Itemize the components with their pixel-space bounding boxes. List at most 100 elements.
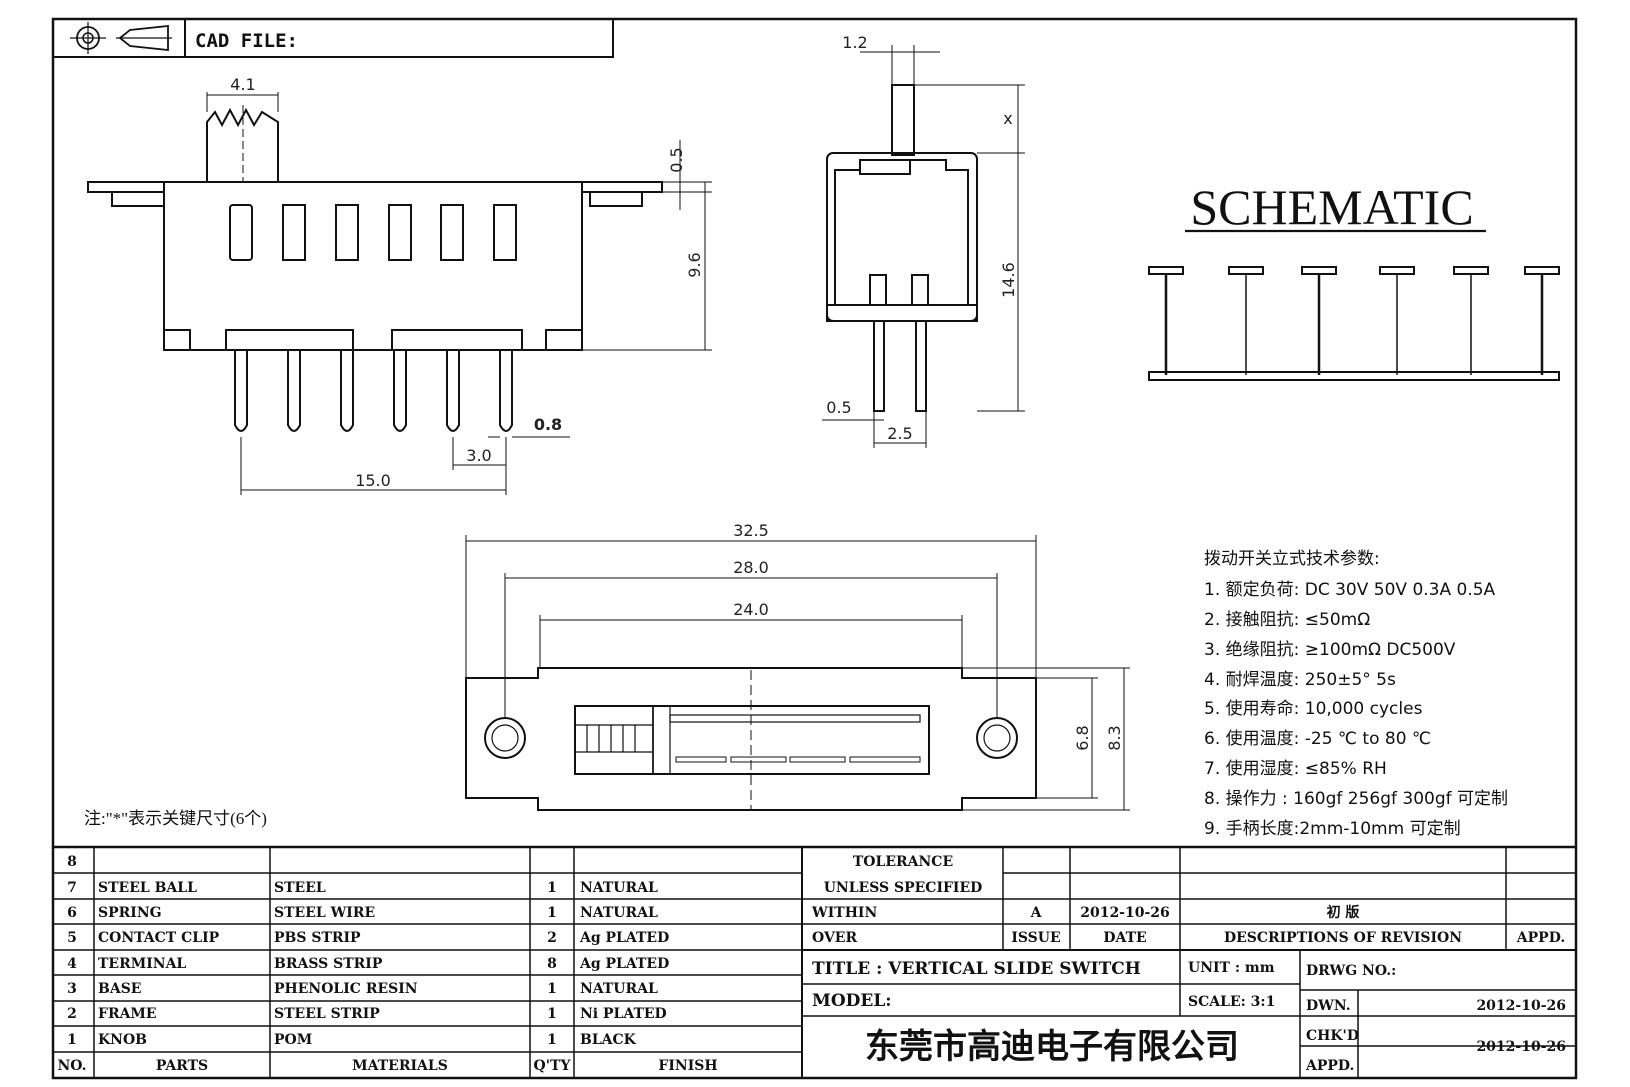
- bom-no: 1: [67, 1032, 77, 1048]
- bom-finish: NATURAL: [580, 981, 658, 997]
- model-label: MODEL:: [812, 991, 892, 1011]
- spec-list: 拨动开关立式技术参数: 1. 额定负荷: DC 30V 50V 0.3A 0.5…: [1204, 549, 1508, 839]
- front-view: [87, 92, 712, 495]
- bom-part: STEEL BALL: [98, 880, 197, 896]
- bom-no: 3: [67, 981, 77, 997]
- bom-part: TERMINAL: [98, 956, 186, 972]
- bom-part: SPRING: [98, 905, 162, 921]
- bom-header-qty: Q'TY: [534, 1058, 572, 1074]
- spec-item: 3. 绝缘阻抗: ≥100mΩ DC500V: [1204, 640, 1456, 660]
- bom-qty: 1: [547, 1006, 557, 1022]
- bom-no: 4: [67, 956, 77, 972]
- bom-no: 2: [67, 1006, 77, 1022]
- dim-actuator-length: x: [1003, 109, 1012, 128]
- bom-table: 8 7 STEEL BALL STEEL 1 NATURAL 6 SPRING …: [57, 854, 717, 1074]
- bom-material: STEEL STRIP: [274, 1006, 380, 1022]
- bom-header-materials: MATERIALS: [352, 1058, 448, 1074]
- drawn-date: 2012-10-26: [1476, 998, 1566, 1014]
- spec-item: 5. 使用寿命: 10,000 cycles: [1204, 698, 1423, 719]
- header-box: CAD FILE:: [52, 18, 614, 58]
- schematic-title: SCHEMATIC: [1190, 179, 1473, 235]
- top-view: [465, 535, 1130, 811]
- dim-body-length: 24.0: [733, 600, 769, 619]
- bom-finish: Ag PLATED: [579, 930, 669, 946]
- bom-material: STEEL: [274, 880, 326, 896]
- unless-specified-label: UNLESS SPECIFIED: [824, 880, 983, 896]
- within-label: WITHIN: [811, 905, 877, 921]
- bom-no: 8: [67, 854, 77, 870]
- side-view: [822, 45, 1025, 448]
- description-header: DESCRIPTIONS OF REVISION: [1224, 930, 1462, 946]
- bom-finish: Ag PLATED: [579, 956, 669, 972]
- approved-header: APPD.: [1516, 930, 1565, 946]
- checked-label: CHK'D: [1306, 1028, 1359, 1044]
- bom-finish: NATURAL: [580, 905, 658, 921]
- revision-date: 2012-10-26: [1080, 905, 1170, 921]
- revision-issue: A: [1030, 905, 1043, 921]
- title-block: TOLERANCE UNLESS SPECIFIED WITHIN OVER A…: [811, 854, 1566, 1074]
- dim-hole-pitch: 28.0: [733, 558, 769, 577]
- drawn-label: DWN.: [1306, 998, 1351, 1014]
- spec-item: 2. 接触阻抗: ≤50mΩ: [1204, 610, 1370, 630]
- dim-side-height: 14.6: [999, 262, 1018, 298]
- cad-file-label: CAD FILE:: [195, 30, 298, 52]
- spec-item: 4. 耐焊温度: 250±5° 5s: [1204, 670, 1396, 690]
- dim-row-pitch: 2.5: [887, 424, 912, 443]
- spec-item: 1. 额定负荷: DC 30V 50V 0.3A 0.5A: [1204, 580, 1496, 600]
- spec-item: 6. 使用温度: -25 ℃ to 80 ℃: [1204, 728, 1431, 749]
- bom-material: PHENOLIC RESIN: [274, 981, 418, 997]
- bom-part: FRAME: [98, 1006, 157, 1022]
- dim-body-width: 8.3: [1105, 725, 1124, 750]
- checked-date: 2012-10-26: [1476, 1039, 1566, 1055]
- scale-label: SCALE: 3:1: [1188, 994, 1275, 1010]
- bom-finish: Ni PLATED: [580, 1006, 667, 1022]
- dim-flange-thickness: 0.5: [667, 147, 686, 172]
- bom-no: 6: [67, 905, 77, 921]
- over-label: OVER: [812, 930, 857, 946]
- dim-pin-thickness: 0.5: [826, 398, 851, 417]
- drawing-title: TITLE : VERTICAL SLIDE SWITCH: [812, 959, 1141, 979]
- drawing-number-label: DRWG NO.:: [1306, 963, 1396, 979]
- title-block-grid: [53, 845, 1576, 1078]
- sheet-border: [51, 17, 1578, 1080]
- unit-label: UNIT : mm: [1188, 960, 1275, 976]
- bom-qty: 1: [547, 981, 557, 997]
- dimension-labels: 4.1 0.5 9.6 0.8 3.0 15.0 1.2 x 14.6 0.5 …: [230, 33, 1124, 751]
- pins: [234, 350, 513, 432]
- approved-label: APPD.: [1305, 1058, 1354, 1074]
- bom-no: 5: [67, 930, 77, 946]
- spec-heading: 拨动开关立式技术参数:: [1204, 549, 1380, 569]
- bom-no: 7: [67, 880, 77, 896]
- bom-qty: 8: [547, 956, 557, 972]
- dim-knob-width: 4.1: [230, 75, 255, 94]
- tolerance-label: TOLERANCE: [853, 854, 953, 870]
- revision-description: 初 版: [1327, 904, 1360, 921]
- bom-qty: 1: [547, 880, 557, 896]
- dim-pin-pitch: 3.0: [466, 446, 491, 465]
- dim-flange-width: 6.8: [1073, 725, 1092, 750]
- bom-material: BRASS STRIP: [274, 956, 383, 972]
- bom-finish: BLACK: [580, 1032, 637, 1048]
- spec-item: 7. 使用湿度: ≤85% RH: [1204, 758, 1387, 779]
- bom-material: PBS STRIP: [274, 930, 361, 946]
- dim-actuator-width: 1.2: [842, 33, 867, 52]
- date-header: DATE: [1103, 930, 1146, 946]
- bom-material: STEEL WIRE: [274, 905, 375, 921]
- bom-header-parts: PARTS: [156, 1058, 208, 1074]
- bom-part: KNOB: [98, 1032, 147, 1048]
- spec-item: 9. 手柄长度:2mm-10mm 可定制: [1204, 819, 1461, 839]
- spec-item: 8. 操作力 : 160gf 256gf 300gf 可定制: [1204, 789, 1508, 809]
- bom-header-finish: FINISH: [658, 1058, 717, 1074]
- bom-header-no: NO.: [57, 1058, 86, 1074]
- schematic-symbol: [1148, 229, 1560, 381]
- bom-qty: 1: [547, 905, 557, 921]
- key-dimension-note: 注:"*"表示关键尺寸(6个): [84, 809, 267, 828]
- dim-pin-width: 0.8: [534, 415, 562, 434]
- dim-body-height: 9.6: [685, 252, 704, 277]
- dim-overall-length: 32.5: [733, 521, 769, 540]
- bom-qty: 1: [547, 1032, 557, 1048]
- bom-part: CONTACT CLIP: [98, 930, 220, 946]
- bom-qty: 2: [547, 930, 557, 946]
- issue-header: ISSUE: [1011, 930, 1060, 946]
